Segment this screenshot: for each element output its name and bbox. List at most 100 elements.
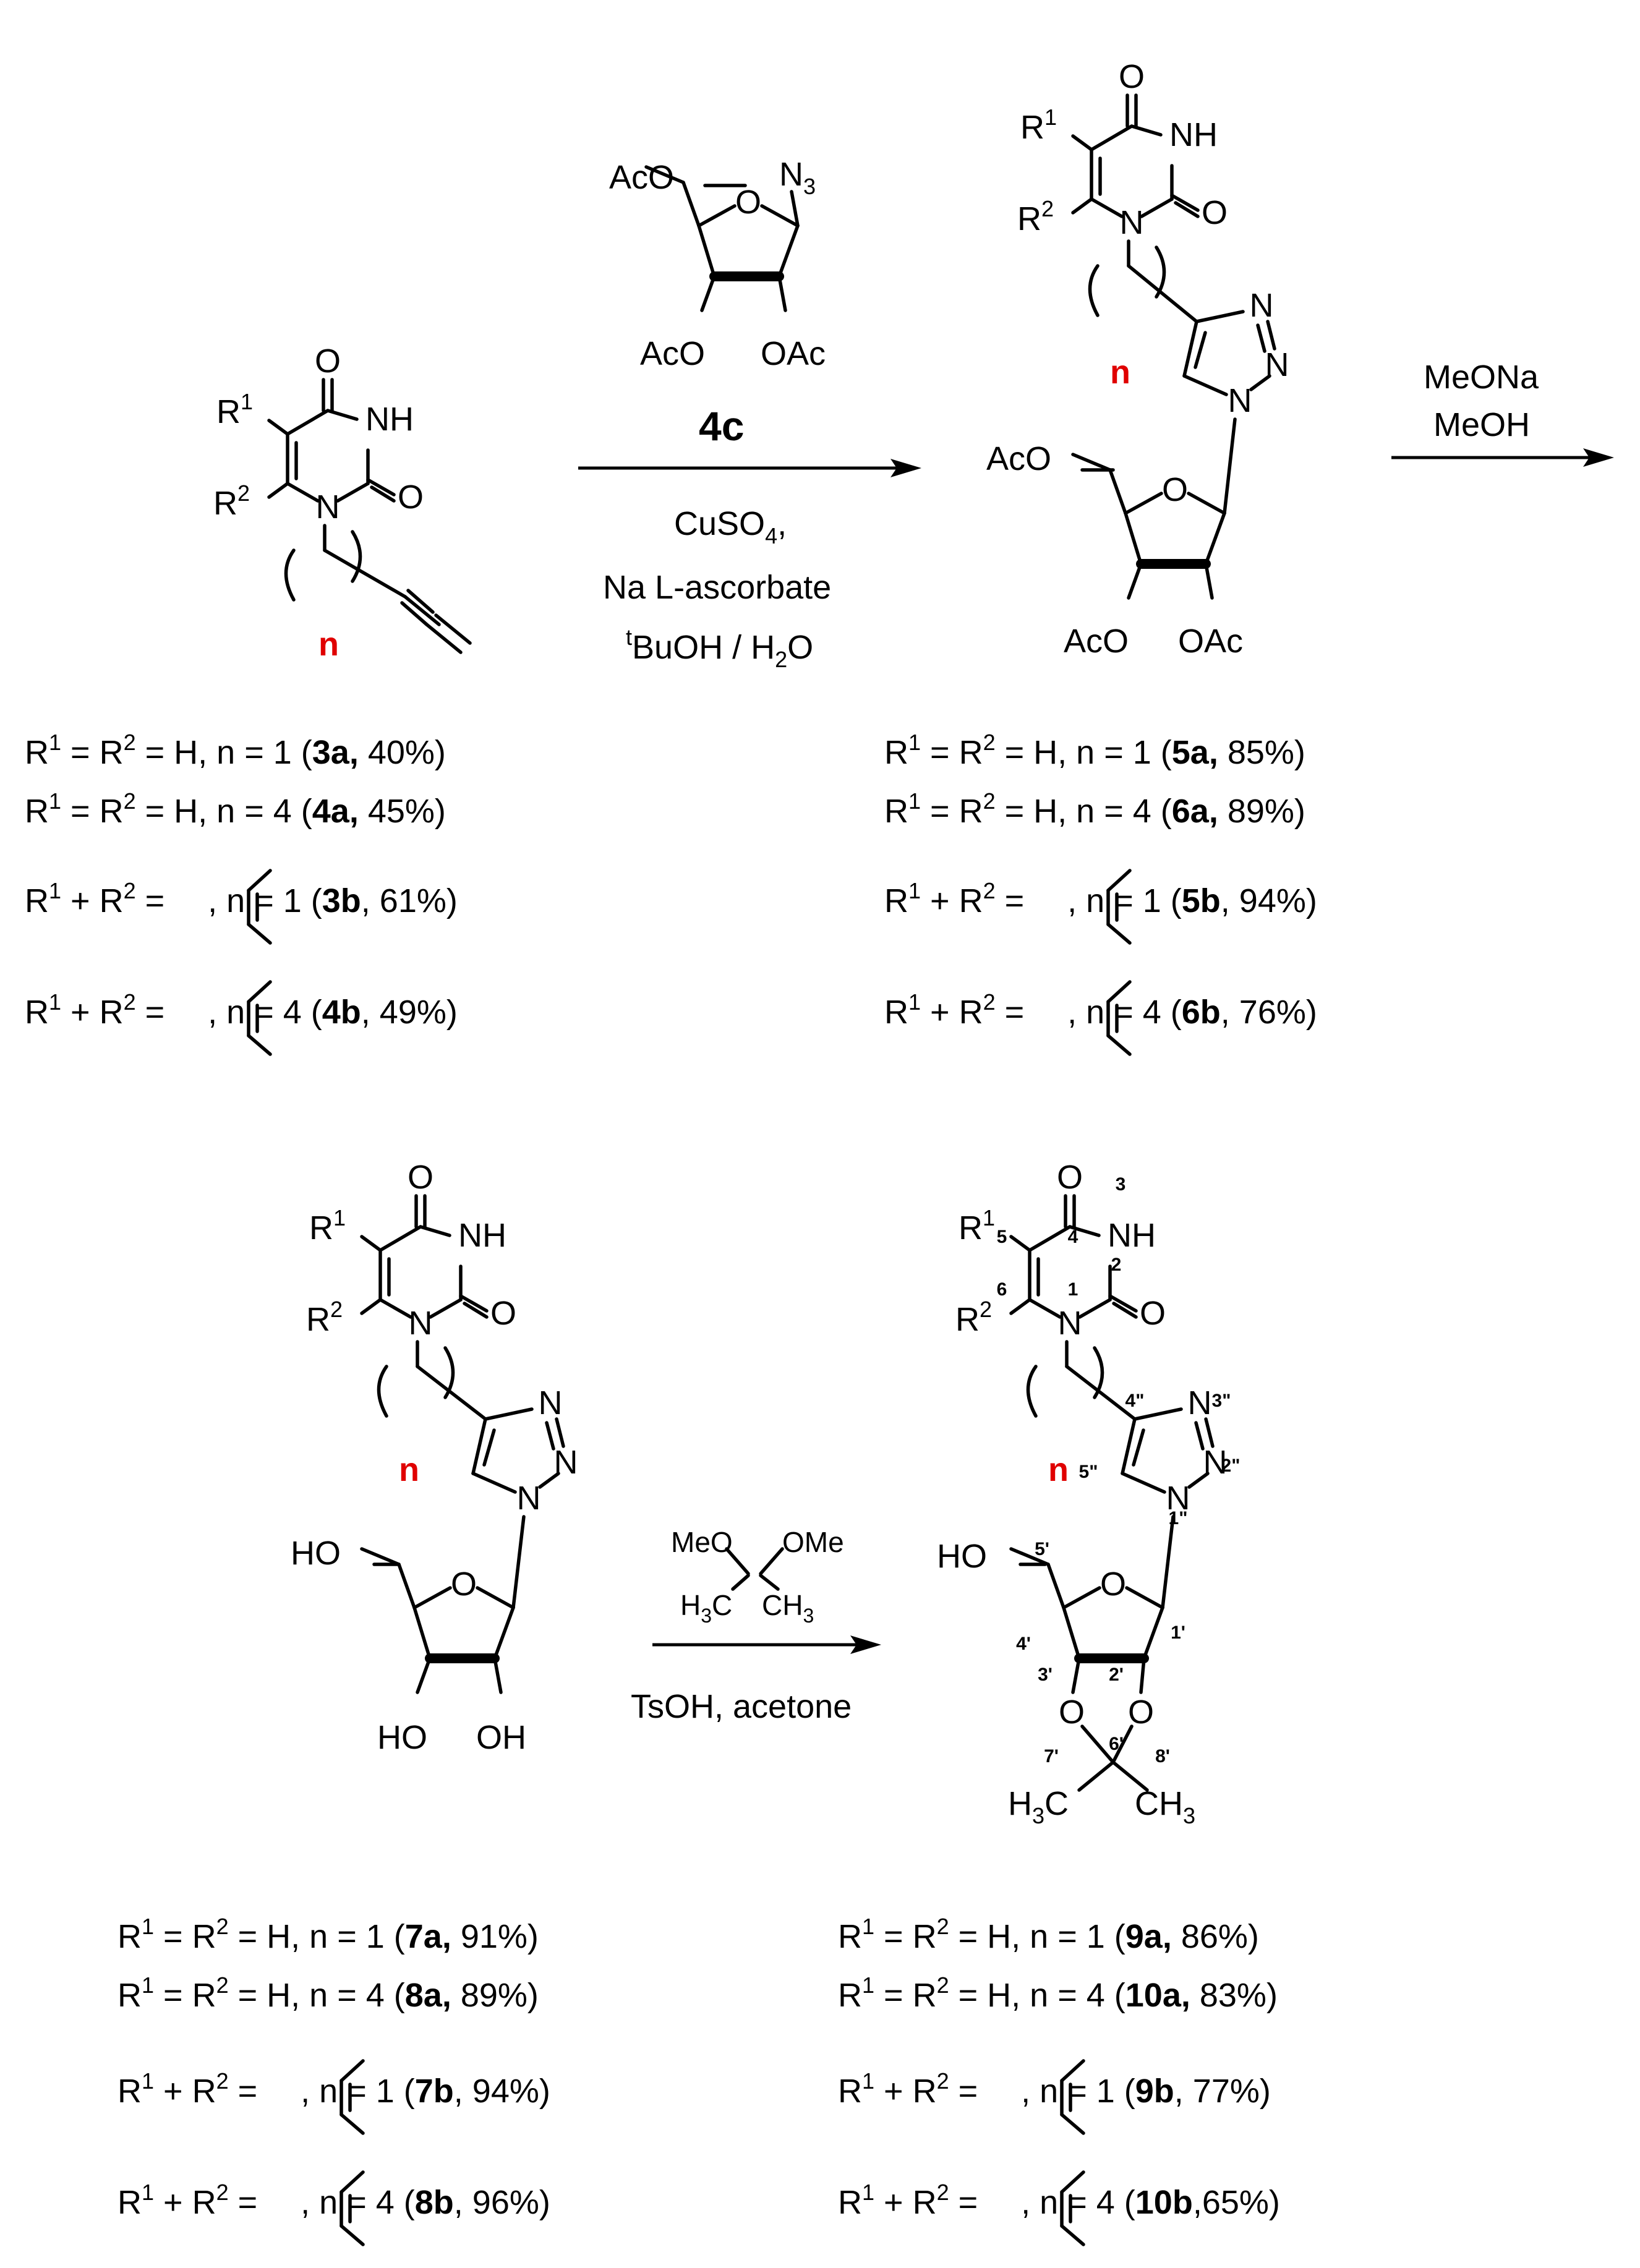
repeat-n-label: n: [1048, 1451, 1069, 1488]
bond-line: [378, 1298, 412, 1319]
linker-bracket: [1026, 1365, 1038, 1418]
nitrogen-label: N: [554, 1444, 578, 1481]
substituent-label: R2: [306, 1297, 343, 1338]
bond-line: [1062, 1606, 1081, 1660]
bond-line: [336, 482, 370, 503]
svg-text:MeO: MeO: [671, 1526, 733, 1558]
bond-line: [323, 548, 407, 599]
nitrogen-label: N: [1058, 1305, 1082, 1342]
linker-bracket: [377, 1365, 388, 1418]
bond-line: [416, 1365, 487, 1421]
atom-number-label: 6: [997, 1279, 1007, 1300]
yield-row-fused: R1 + R2 =, n = 1 (7b, 94%): [117, 2068, 550, 2110]
atom-number-label: 2": [1221, 1456, 1241, 1476]
yield-table-acetonide-products: R1 = R2 = H, n = 1 (9a, 86%)R1 = R2 = H,…: [838, 1914, 1280, 2246]
acetonide-oxygen-label: O: [1059, 1694, 1085, 1731]
bond-line: [429, 1298, 463, 1319]
atom-number-label: 1': [1171, 1622, 1185, 1643]
bond-line: [1127, 264, 1198, 323]
ring-oxygen-label: O: [735, 184, 761, 221]
atom-number-label: 4: [1068, 1227, 1078, 1247]
dimethoxypropane-reagent: MeO OMe H3C CH3: [671, 1526, 844, 1627]
bond-line: [1080, 1724, 1115, 1764]
bond-line: [459, 1294, 489, 1313]
bond-line: [1204, 511, 1226, 566]
bond-line: [360, 1298, 382, 1315]
oxygen-label: O: [408, 1159, 433, 1196]
yield-table-deprotected-products: R1 = R2 = H, n = 1 (7a, 91%)R1 = R2 = H,…: [117, 1914, 550, 2246]
yield-row-fused: R1 + R2 =, n = 1 (5b, 94%): [884, 878, 1317, 919]
nitrogen-label: N: [1188, 1384, 1212, 1422]
yield-row-fused: R1 + R2 =, n = 4 (6b, 76%): [884, 989, 1317, 1031]
bond-line: [1060, 2059, 1085, 2083]
bond-line: [406, 589, 435, 614]
step3-condition: TsOH, acetone: [631, 1688, 852, 1725]
bond-line: [247, 869, 272, 892]
ring-oxygen-label: O: [451, 1566, 477, 1603]
bond-line: [471, 1417, 487, 1475]
bond-line: [340, 2113, 365, 2135]
bond-line: [247, 923, 272, 945]
bond-line: [545, 1421, 555, 1451]
substituent-label: R2: [955, 1297, 992, 1338]
bond-line: [1106, 980, 1132, 1004]
bond-line: [1139, 1656, 1146, 1694]
acetoxy-label: OAc: [1178, 623, 1243, 660]
bond-line: [340, 2224, 365, 2246]
bond-line: [1161, 1515, 1175, 1609]
bond-line: [403, 595, 441, 626]
bond-line: [1204, 1417, 1215, 1448]
methyl-label: H3C: [1008, 1785, 1069, 1828]
bond-line: [1090, 124, 1134, 151]
bond-line: [267, 419, 289, 436]
linker-bracket: [1088, 264, 1100, 317]
bond-line: [476, 1586, 515, 1609]
atom-number-label: 4": [1125, 1391, 1145, 1411]
bond-line: [1124, 511, 1143, 566]
nh-label: NH: [458, 1217, 506, 1254]
bond-line: [1071, 453, 1112, 472]
bond-line: [1071, 134, 1093, 151]
atom-number-label: 2: [1111, 1255, 1122, 1275]
bond-line: [1124, 492, 1163, 515]
substituent-label: R1: [309, 1205, 346, 1247]
oxygen-label: O: [1119, 58, 1145, 95]
ring-oxygen-label: O: [1100, 1566, 1126, 1603]
step1-condition-1: CuSO4,: [674, 505, 787, 548]
bond-line: [511, 1515, 526, 1609]
hydroxyl-label: HO: [937, 1538, 987, 1575]
oxygen-label: O: [490, 1295, 516, 1332]
bond-line: [1256, 323, 1266, 353]
bond-line: [1187, 1472, 1210, 1489]
atom-number-label: 1: [1068, 1279, 1078, 1300]
bond-line: [1132, 1428, 1145, 1467]
bond-line: [1028, 1225, 1072, 1252]
bond-line: [247, 980, 272, 1004]
bond-line: [493, 1656, 503, 1694]
nh-label: NH: [1108, 1217, 1156, 1254]
bond-line: [366, 478, 396, 497]
bond-line: [360, 1547, 401, 1566]
bond-line: [697, 224, 716, 278]
bond-line: [1223, 417, 1237, 515]
yield-table-acetyl-products: R1 = R2 = H, n = 1 (5a, 85%)R1 = R2 = H,…: [884, 730, 1317, 1056]
bond-line: [1127, 562, 1143, 600]
nitrogen-label: N: [409, 1305, 433, 1342]
bond-line: [425, 623, 463, 654]
bond-line: [370, 485, 396, 503]
bond-line: [1121, 1472, 1166, 1494]
oxygen-label: O: [1140, 1295, 1166, 1332]
bond-line: [463, 1302, 489, 1319]
bond-line: [412, 1586, 452, 1609]
bond-line: [1046, 1562, 1066, 1609]
bond-line: [1060, 2170, 1085, 2194]
bond-line: [397, 1562, 416, 1609]
svg-text:H3C: H3C: [680, 1589, 732, 1627]
bond-line: [416, 1656, 432, 1694]
atom-number-label: 1": [1169, 1508, 1188, 1528]
